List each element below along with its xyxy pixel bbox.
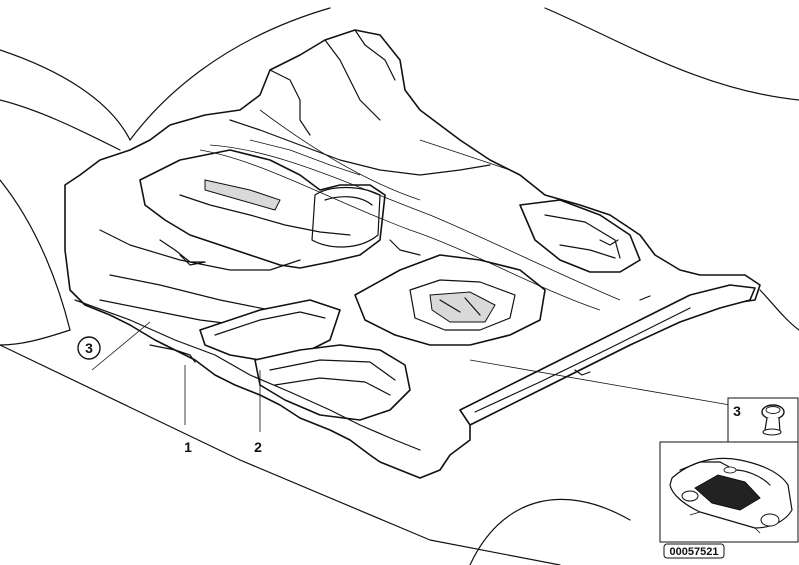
diagram-code: 00057521 — [670, 546, 719, 558]
diagram-code-box: 00057521 — [663, 543, 725, 559]
callout-1-label: 1 — [184, 439, 192, 455]
fastener-clip-icon — [761, 404, 785, 436]
callout-3-circled: 3 — [77, 336, 101, 360]
car-body-outline — [0, 7, 799, 565]
inset-3-label: 3 — [733, 403, 741, 419]
vehicle-thumbnail-icon — [659, 441, 799, 543]
floor-carpet-assembly — [64, 29, 761, 479]
leader-lines — [91, 321, 731, 432]
inset-part-3-box: 3 — [727, 397, 799, 443]
callout-2-label: 2 — [254, 439, 262, 455]
callout-3-label: 3 — [85, 340, 93, 356]
